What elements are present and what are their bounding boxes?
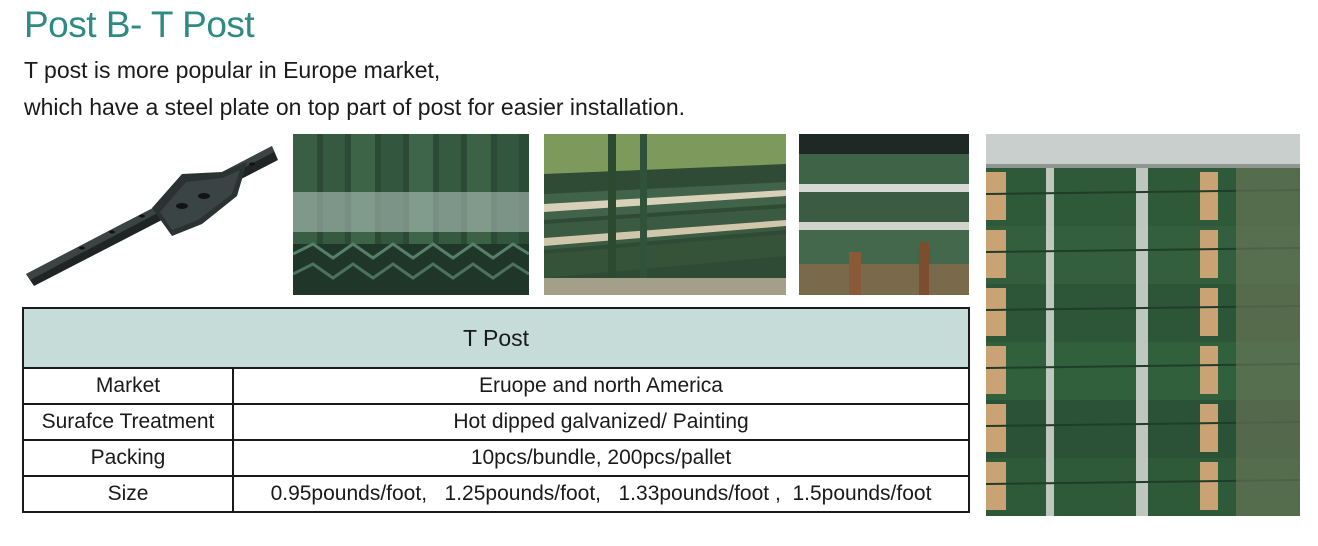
description-line-1: T post is more popular in Europe market, bbox=[24, 57, 441, 83]
row-label-market: Market bbox=[22, 367, 234, 405]
row-value-market: Eruope and north America bbox=[232, 367, 970, 405]
table-title: T Post bbox=[22, 307, 970, 369]
pallet-stack-photo bbox=[986, 134, 1300, 516]
warehouse-bundles-photo bbox=[799, 134, 969, 295]
table-row: Market Eruope and north America bbox=[22, 367, 970, 405]
description-line-2: which have a steel plate on top part of … bbox=[24, 94, 686, 120]
t-post-spec-table: T Post Market Eruope and north America S… bbox=[22, 307, 970, 513]
row-value-packing: 10pcs/bundle, 200pcs/pallet bbox=[232, 439, 970, 477]
bundles-outdoor-photo bbox=[544, 134, 786, 295]
row-label-packing: Packing bbox=[22, 439, 234, 477]
table-row: Packing 10pcs/bundle, 200pcs/pallet bbox=[22, 439, 970, 477]
row-value-surface-treatment: Hot dipped galvanized/ Painting bbox=[232, 403, 970, 441]
stacked-posts-closeup-photo bbox=[293, 134, 529, 295]
row-value-size: 0.95pounds/foot, 1.25pounds/foot, 1.33po… bbox=[232, 475, 970, 513]
table-row: Surafce Treatment Hot dipped galvanized/… bbox=[22, 403, 970, 441]
row-label-surface-treatment: Surafce Treatment bbox=[22, 403, 234, 441]
row-label-size: Size bbox=[22, 475, 234, 513]
table-row: Size 0.95pounds/foot, 1.25pounds/foot, 1… bbox=[22, 475, 970, 513]
single-t-post-photo bbox=[22, 134, 278, 287]
page-title: Post B- T Post bbox=[24, 4, 255, 45]
